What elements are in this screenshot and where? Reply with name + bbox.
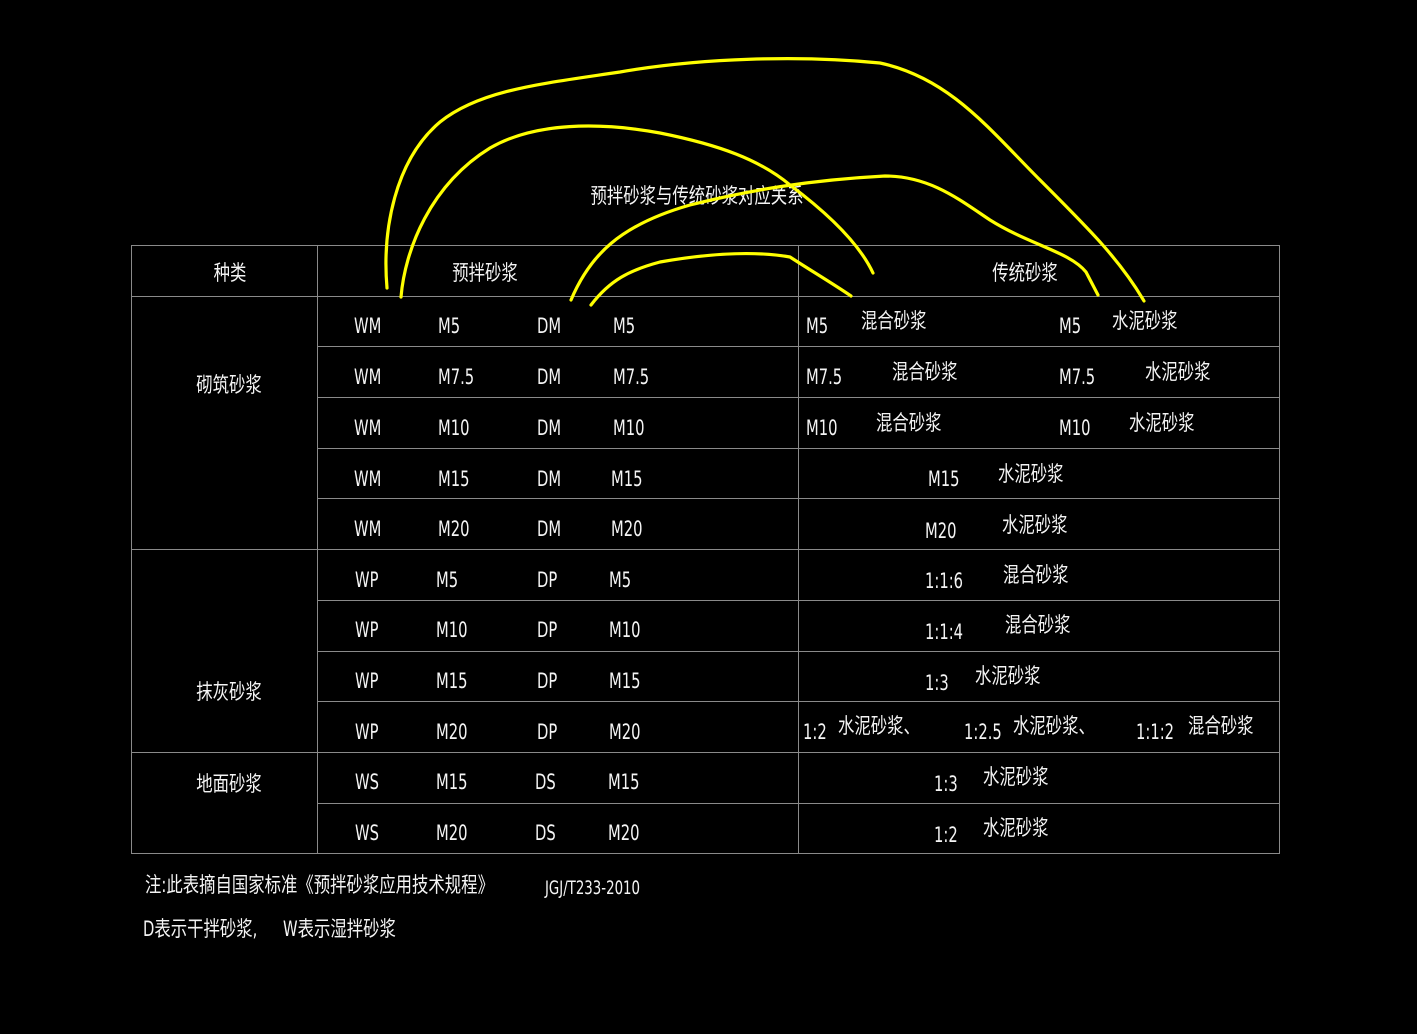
cell-wet-code: WP [355,568,379,592]
grid-line-bottom [131,853,1280,854]
cell-dry-grade: M5 [613,314,636,338]
cell-trad-grade: M10 [1059,416,1091,440]
cell-trad-name: 混合砂浆 [1003,563,1069,587]
cell-trad-name: 水泥砂浆 [1112,309,1178,333]
cell-dry-grade: M10 [609,618,641,642]
grid-line-header [131,296,1280,297]
cell-trad-grade: M20 [925,519,957,543]
cell-dry-grade: M10 [613,416,645,440]
cell-trad-grade: 1:1:4 [925,620,964,644]
cell-dry-grade: M15 [608,770,640,794]
cell-dry-code: DM [537,314,562,338]
cell-trad-grade: M5 [1059,314,1082,338]
cell-trad-name: 水泥砂浆 [998,462,1064,486]
cell-wet-code: WP [355,618,379,642]
grid-line-col [317,245,318,854]
cell-trad-grade: 1:2.5 [964,720,1002,744]
cell-wet-code: WS [355,821,379,845]
cell-wet-grade: M20 [436,821,468,845]
cell-wet-code: WM [354,416,382,440]
cell-wet-grade: M5 [436,568,459,592]
grid-line-group [131,752,1280,753]
header-type: 种类 [213,261,247,285]
category-plastering: 抹灰砂浆 [196,680,262,704]
note-wet-legend: W表示湿拌砂浆 [283,917,396,941]
category-masonry: 砌筑砂浆 [196,373,262,397]
cell-dry-grade: M20 [611,517,643,541]
cell-trad-grade: M5 [806,314,829,338]
cell-dry-grade: M7.5 [613,365,650,389]
cell-dry-code: DM [537,365,562,389]
cell-dry-code: DP [537,669,558,693]
cell-wet-grade: M5 [438,314,461,338]
cell-trad-grade: 1:3 [934,772,958,796]
cell-wet-grade: M20 [436,720,468,744]
cell-dry-code: DM [537,467,562,491]
header-traditional: 传统砂浆 [992,261,1058,285]
cell-wet-code: WM [354,517,382,541]
grid-line-group [131,549,1280,550]
cell-dry-code: DM [537,517,562,541]
cell-dry-code: DS [535,770,556,794]
cell-wet-code: WP [355,720,379,744]
cell-trad-name: 水泥砂浆 [983,816,1049,840]
cell-trad-name: 水泥砂浆 [975,664,1041,688]
cell-trad-grade: 1:1:6 [925,569,964,593]
cell-trad-grade: 1:2 [803,720,827,744]
cell-dry-grade: M20 [609,720,641,744]
cell-dry-code: DS [535,821,556,845]
cell-trad-grade: 1:2 [934,823,958,847]
annotation-arc [589,252,853,307]
cell-trad-name: 混合砂浆 [1005,613,1071,637]
cell-wet-code: WS [355,770,379,794]
cell-trad-grade: M15 [928,467,960,491]
cell-dry-code: DP [537,720,558,744]
cell-trad-grade: M7.5 [1059,365,1096,389]
cell-wet-code: WP [355,669,379,693]
cell-trad-name: 混合砂浆 [892,360,958,384]
cell-dry-code: DP [537,568,558,592]
cell-trad-name: 水泥砂浆 [1129,411,1195,435]
cell-wet-grade: M10 [436,618,468,642]
cell-trad-grade: M7.5 [806,365,843,389]
cell-wet-code: WM [354,314,382,338]
cell-wet-grade: M15 [436,770,468,794]
cell-wet-grade: M10 [438,416,470,440]
cell-dry-code: DM [537,416,562,440]
cell-wet-grade: M15 [438,467,470,491]
cell-trad-name: 水泥砂浆、 [838,714,920,738]
grid-line-top [131,245,1280,246]
cell-trad-name: 混合砂浆 [861,309,927,333]
cell-trad-grade: 1:1:2 [1136,720,1175,744]
grid-line-col [798,245,799,854]
cell-trad-name: 水泥砂浆 [1002,513,1068,537]
note-dry-legend: D表示干拌砂浆, [143,917,258,941]
category-floor: 地面砂浆 [196,772,262,796]
cell-wet-grade: M15 [436,669,468,693]
note-source: 注:此表摘自国家标准《预拌砂浆应用技术规程》 [145,873,494,897]
note-standard-code: JGJ/T233-2010 [545,877,641,899]
table-title: 预拌砂浆与传统砂浆对应关系 [590,184,804,208]
cell-trad-grade: M10 [806,416,838,440]
cell-wet-grade: M20 [438,517,470,541]
grid-line-left [131,245,132,854]
cell-trad-name: 混合砂浆 [876,411,942,435]
cell-dry-grade: M15 [611,467,643,491]
cell-trad-name: 水泥砂浆、 [1013,714,1095,738]
cell-wet-grade: M7.5 [438,365,475,389]
cell-trad-name: 混合砂浆 [1188,714,1254,738]
cell-trad-name: 水泥砂浆 [1145,360,1211,384]
cell-trad-grade: 1:3 [925,671,949,695]
cell-dry-grade: M5 [609,568,632,592]
cell-dry-grade: M15 [609,669,641,693]
cell-dry-grade: M20 [608,821,640,845]
cell-wet-code: WM [354,365,382,389]
cell-trad-name: 水泥砂浆 [983,765,1049,789]
grid-line-right [1279,245,1280,854]
cell-dry-code: DP [537,618,558,642]
header-ready-mixed: 预拌砂浆 [452,261,518,285]
cell-wet-code: WM [354,467,382,491]
